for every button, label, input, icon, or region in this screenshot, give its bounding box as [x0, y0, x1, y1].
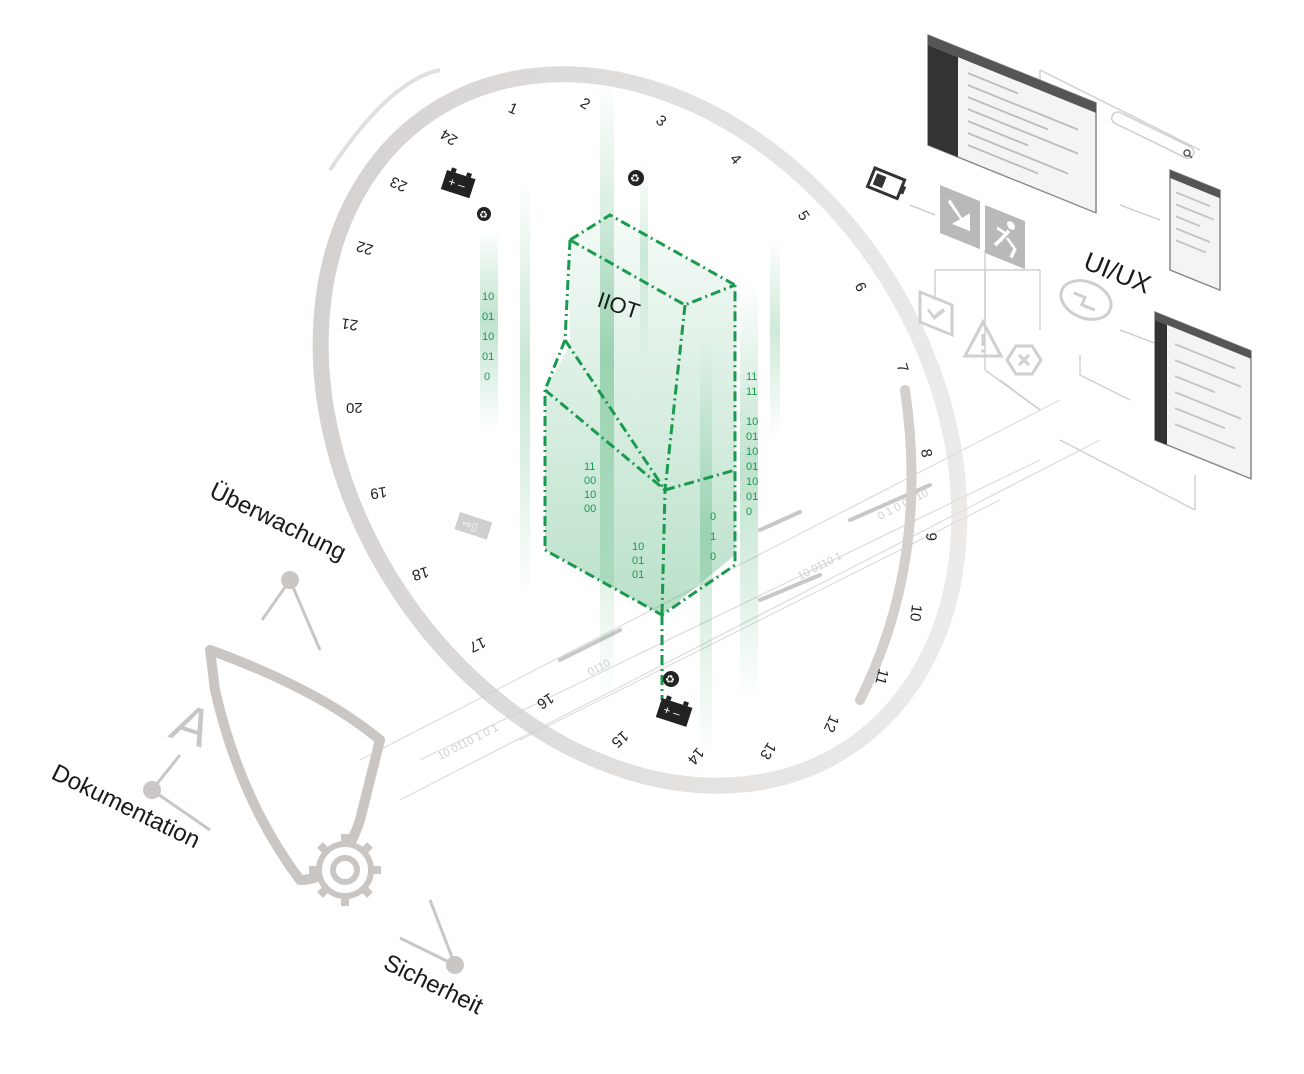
- svg-text:01: 01: [746, 491, 758, 503]
- monitoring-label: Überwachung: [205, 477, 350, 566]
- error-icon: [1005, 344, 1043, 376]
- ui-window: [1169, 168, 1221, 292]
- clock-number: 20: [346, 399, 363, 416]
- uiux-panel: [909, 69, 1201, 511]
- sl-logo-icon: [1059, 279, 1113, 321]
- clock-number: 4: [726, 151, 744, 169]
- battery-icon: + –: [655, 695, 693, 727]
- security-label: Sicherheit: [379, 949, 487, 1020]
- recycle-icon: ♻: [663, 671, 679, 687]
- clock-number: 7: [893, 361, 912, 374]
- clock-number: 19: [369, 483, 388, 502]
- clock-number: 1: [506, 100, 520, 119]
- iiot-box: [543, 213, 737, 700]
- clock-number: 15: [608, 727, 632, 751]
- exit-sign-icon: [940, 185, 980, 250]
- svg-text:10: 10: [746, 476, 758, 488]
- clock-number: 2: [577, 95, 593, 114]
- shield-letter: A: [162, 693, 223, 759]
- clock-number: 11: [871, 667, 892, 687]
- svg-text:⇨▯: ⇨▯: [461, 518, 479, 534]
- svg-text:01: 01: [746, 461, 758, 473]
- documentation-label: Dokumentation: [47, 759, 204, 854]
- svg-text:+ –: + –: [447, 174, 468, 193]
- floor-binary-text: 10 0110 1: [796, 550, 844, 583]
- svg-text:+ –: + –: [662, 702, 683, 721]
- clock-number: 5: [794, 208, 813, 224]
- svg-text:01: 01: [746, 431, 758, 443]
- clock-number: 6: [851, 280, 870, 295]
- svg-text:01: 01: [482, 351, 494, 363]
- warning-icon: [962, 318, 1004, 358]
- clock-number: 23: [388, 173, 410, 195]
- clock-number: 3: [652, 112, 669, 130]
- clock-ring-outer-arc: [328, 68, 441, 172]
- svg-text:11: 11: [746, 386, 757, 398]
- svg-text:10: 10: [482, 291, 494, 303]
- gear-icon: [309, 834, 381, 906]
- clock-number: 18: [410, 563, 431, 584]
- uiux-label: UI/UX: [1080, 246, 1156, 300]
- clock-number: 16: [534, 689, 557, 712]
- clock-number: 10: [906, 604, 925, 623]
- svg-text:0: 0: [484, 371, 490, 383]
- connector-nodes: [143, 571, 464, 974]
- svg-text:♻: ♻: [665, 674, 675, 686]
- clock-number: 17: [466, 633, 488, 655]
- emergency-exit-icon: [985, 205, 1025, 270]
- ui-window: [927, 33, 1097, 214]
- check-icon: [918, 289, 954, 338]
- battery-icon: + –: [440, 167, 476, 199]
- battery-icon: [865, 166, 907, 201]
- clock-number: 8: [917, 448, 935, 459]
- clock-ring-accent: [855, 385, 917, 705]
- svg-text:01: 01: [482, 311, 494, 323]
- svg-text:10: 10: [482, 331, 494, 343]
- emergency-exit-icon: ⇨▯: [454, 512, 493, 540]
- ui-window: [1154, 310, 1252, 480]
- svg-text:♻: ♻: [630, 173, 640, 185]
- clock-number: 13: [756, 739, 779, 762]
- clock-number: 12: [820, 713, 842, 735]
- svg-text:0: 0: [746, 506, 752, 518]
- recycle-icon: ♻: [477, 207, 491, 221]
- connector-lines: [150, 579, 457, 967]
- clock-number: 21: [340, 314, 359, 333]
- search-icon: [1183, 149, 1193, 159]
- search-bar: [1111, 111, 1195, 159]
- clock-number: 22: [354, 237, 375, 258]
- svg-text:11: 11: [746, 371, 757, 383]
- floor-binary-text: 10 0110 1 0 1: [436, 722, 501, 763]
- svg-text:♻: ♻: [479, 210, 488, 221]
- svg-text:10: 10: [746, 416, 758, 428]
- svg-text:10: 10: [746, 446, 758, 458]
- clock-ring: [312, 66, 968, 794]
- recycle-icon: ♻: [628, 170, 644, 186]
- clock-number: 9: [922, 532, 939, 541]
- clock-number: 24: [437, 125, 460, 148]
